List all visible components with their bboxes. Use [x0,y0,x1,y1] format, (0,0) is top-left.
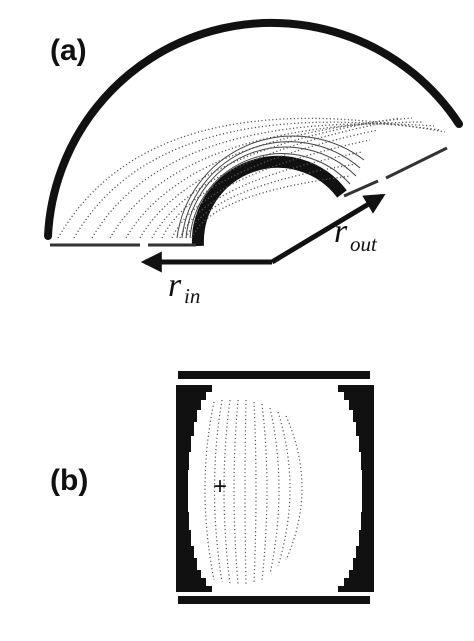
top-plate [178,371,370,379]
panel-b: (b) + [50,371,374,604]
bottom-plate [178,596,370,604]
base-segments [50,146,448,247]
right-electrode [338,385,374,592]
panel-a-label: (a) [50,34,87,67]
r-out-subscript: out [350,232,378,256]
r-in-label: r [168,267,182,304]
field-lines-inner [176,135,365,239]
r-out-arrow [270,193,386,265]
center-marker: + [213,473,227,500]
field-lines-b [204,399,303,585]
panel-b-label: (b) [50,464,88,497]
r-in-subscript: in [184,284,200,308]
r-out-label: r [334,213,348,250]
left-electrode [176,385,212,592]
inner-electrode [191,155,347,247]
outer-electrode [44,18,463,240]
panel-a: (a) [44,18,463,308]
